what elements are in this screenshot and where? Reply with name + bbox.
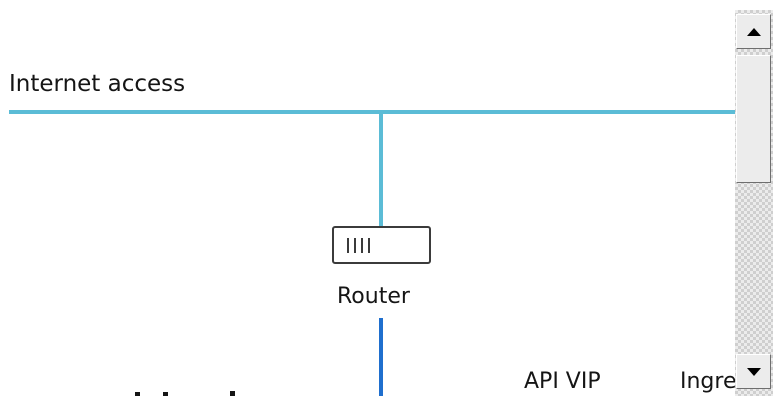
vertical-scrollbar[interactable] bbox=[735, 10, 773, 396]
arrow-down-icon bbox=[746, 367, 761, 376]
ingress-label: Ingre bbox=[680, 369, 735, 394]
internet-access-label: Internet access bbox=[9, 71, 186, 97]
scroll-up-button[interactable] bbox=[736, 14, 771, 49]
cut-off-text-fragments bbox=[135, 391, 235, 396]
network-diagram bbox=[9, 110, 735, 396]
diagram-viewport: Internet access Router API VIP Ingre bbox=[9, 71, 735, 396]
scroll-down-button[interactable] bbox=[736, 354, 771, 389]
router-label: Router bbox=[337, 284, 410, 309]
api-vip-label: API VIP bbox=[524, 369, 601, 394]
router-icon bbox=[332, 226, 431, 264]
arrow-up-icon bbox=[746, 27, 761, 36]
scrollbar-thumb[interactable] bbox=[736, 55, 771, 183]
router-port-marks bbox=[347, 238, 370, 253]
